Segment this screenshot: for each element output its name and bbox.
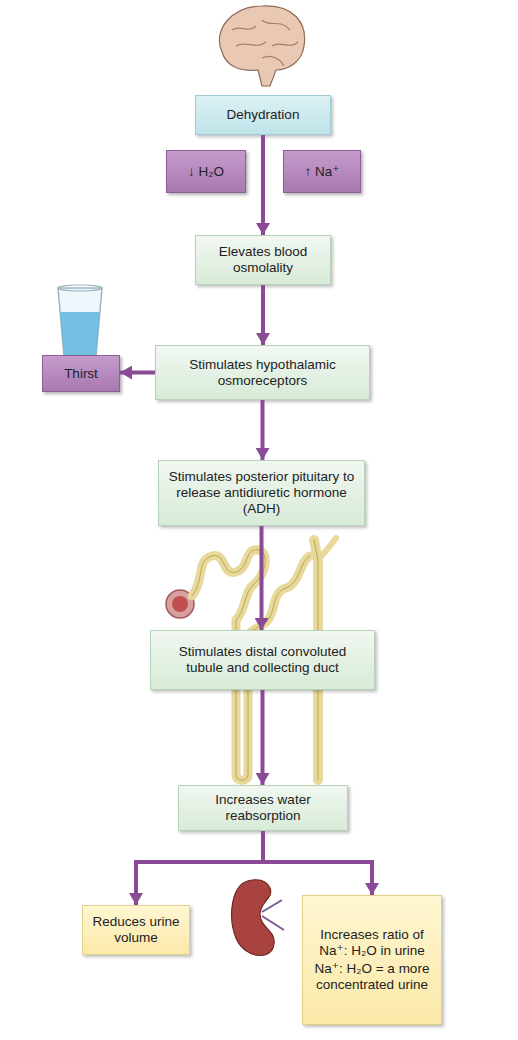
node-text: Dehydration xyxy=(227,107,300,123)
node-text: Elevates blood osmolality xyxy=(204,244,322,276)
node-text: ↑ Na⁺ xyxy=(305,164,340,180)
node-text: Stimulates posterior pituitary to releas… xyxy=(167,469,356,517)
response-box: Thirst xyxy=(42,355,120,392)
flow-arrow xyxy=(261,400,265,460)
process-box: Stimulates distal convoluted tubule and … xyxy=(150,630,375,690)
flow-arrow xyxy=(120,371,155,375)
factor-box: ↓ H₂O xyxy=(166,150,246,193)
process-box: Elevates blood osmolality xyxy=(195,235,331,285)
process-box: Increases water reabsorption xyxy=(178,785,348,831)
kidney-illustration xyxy=(232,880,284,956)
result-box: Reduces urine volume xyxy=(82,905,190,955)
result-box: Increases ratio of Na⁺: H₂O in urineNa⁺:… xyxy=(302,895,442,1025)
process-box: Stimulates hypothalamic osmoreceptors xyxy=(155,345,370,400)
water-glass xyxy=(58,285,102,356)
flow-arrow xyxy=(260,526,264,630)
node-text: Increases water reabsorption xyxy=(187,792,339,824)
flow-arrow xyxy=(263,831,372,895)
process-box: Stimulates posterior pituitary to releas… xyxy=(158,460,365,526)
node-text: Increases ratio of Na⁺: H₂O in urine xyxy=(311,927,433,959)
brain-illustration xyxy=(219,6,304,86)
factor-box: ↑ Na⁺ xyxy=(283,150,361,193)
node-text: Stimulates hypothalamic osmoreceptors xyxy=(164,357,361,389)
node-text: Reduces urine volume xyxy=(91,914,181,946)
flow-arrow xyxy=(261,135,265,235)
flow-arrow xyxy=(136,831,263,905)
start-box: Dehydration xyxy=(195,95,331,135)
node-text: Stimulates distal convoluted tubule and … xyxy=(159,644,366,676)
flow-arrow xyxy=(261,285,265,345)
node-text: Thirst xyxy=(64,366,98,382)
node-text: ↓ H₂O xyxy=(188,164,224,180)
flow-arrow xyxy=(261,690,265,785)
node-text: Na⁺: H₂O = a more concentrated urine xyxy=(311,961,433,993)
